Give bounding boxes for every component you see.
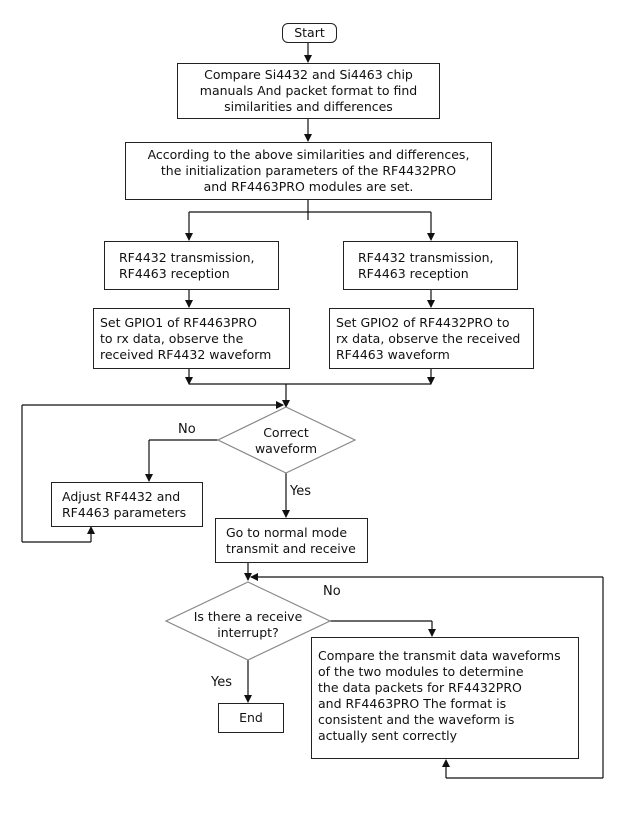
no-label-1: No bbox=[178, 422, 196, 437]
end-label: End bbox=[239, 710, 263, 725]
receive-interrupt-text: Is there a receive interrupt? bbox=[193, 609, 303, 640]
normal-mode-text: Go to normal mode transmit and receive bbox=[226, 524, 356, 556]
compare-waveforms-box: Compare the transmit data waveforms of t… bbox=[311, 637, 579, 759]
end-node: End bbox=[218, 703, 284, 733]
compare-manuals-box: Compare Si4432 and Si4463 chip manuals A… bbox=[177, 63, 440, 119]
set-gpio1-text: Set GPIO1 of RF4463PRO to rx data, obser… bbox=[100, 314, 272, 362]
right-branch-text: RF4432 transmission, RF4463 reception bbox=[358, 249, 494, 281]
set-gpio1-box: Set GPIO1 of RF4463PRO to rx data, obser… bbox=[93, 308, 290, 369]
init-params-box: According to the above similarities and … bbox=[125, 142, 492, 200]
start-label: Start bbox=[294, 25, 325, 40]
set-gpio2-text: Set GPIO2 of RF4432PRO to rx data, obser… bbox=[336, 314, 521, 362]
set-gpio2-box: Set GPIO2 of RF4432PRO to rx data, obser… bbox=[329, 308, 534, 369]
adjust-params-text: Adjust RF4432 and RF4463 parameters bbox=[62, 488, 187, 520]
normal-mode-box: Go to normal mode transmit and receive bbox=[215, 518, 368, 563]
compare-waveforms-text: Compare the transmit data waveforms of t… bbox=[318, 648, 561, 743]
start-node: Start bbox=[282, 23, 337, 43]
yes-label-1: Yes bbox=[290, 484, 311, 499]
left-branch-text: RF4432 transmission, RF4463 reception bbox=[119, 249, 255, 281]
decision-diamond-waveform bbox=[216, 406, 357, 474]
correct-waveform-text: Correct waveform bbox=[254, 425, 318, 456]
compare-manuals-text: Compare Si4432 and Si4463 chip manuals A… bbox=[199, 67, 418, 114]
no-label-2: No bbox=[323, 584, 341, 599]
adjust-params-box: Adjust RF4432 and RF4463 parameters bbox=[51, 482, 203, 527]
decision-diamond-interrupt bbox=[164, 581, 332, 661]
init-params-text: According to the above similarities and … bbox=[147, 147, 470, 194]
right-branch-box: RF4432 transmission, RF4463 reception bbox=[343, 241, 518, 290]
yes-label-2: Yes bbox=[211, 675, 232, 690]
left-branch-box: RF4432 transmission, RF4463 reception bbox=[104, 241, 279, 290]
